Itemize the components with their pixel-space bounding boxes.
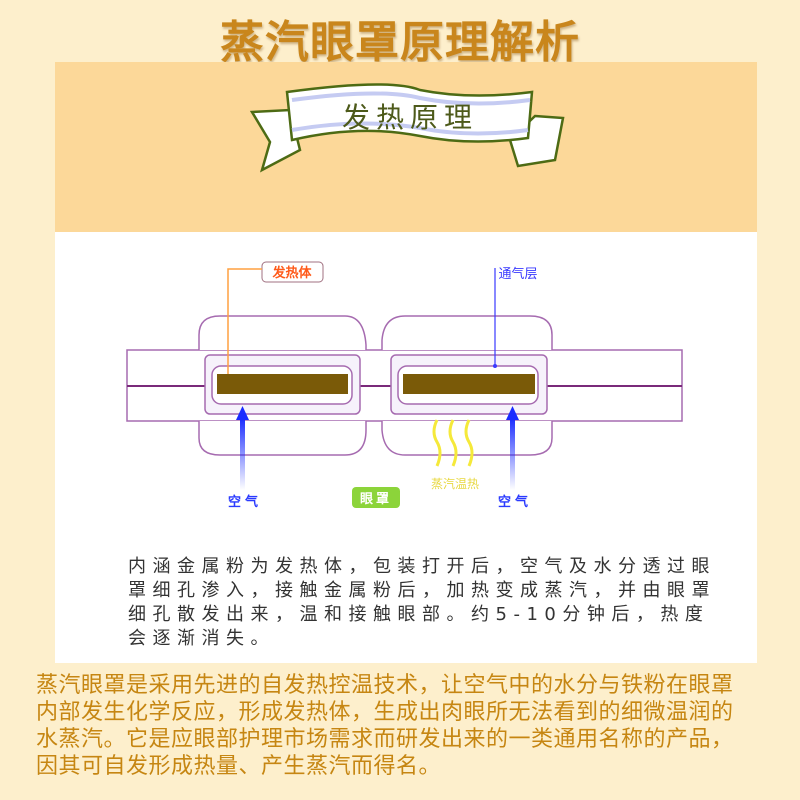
page-title: 蒸汽眼罩原理解析 (220, 17, 580, 68)
air-arrow-left-icon (236, 406, 249, 490)
summary-paragraph: 蒸汽眼罩是采用先进的自发热控温技术，让空气中的水分与铁粉在眼罩 内部发生化学反应… (36, 672, 734, 780)
vent-pointer-dot (493, 364, 497, 368)
description-paragraph: 内涵金属粉为发热体，包装打开后，空气及水分透过眼 罩细孔渗入，接触金属粉后，加热… (128, 555, 716, 651)
summary-line: 因其可自发形成热量、产生蒸汽而得名。 (36, 754, 442, 779)
steam-label: 蒸汽温热 (431, 476, 479, 491)
description-line: 罩细孔渗入，接触金属粉后，加热变成蒸汽，并由眼罩 (128, 580, 716, 601)
air-label-left: 空气 (228, 494, 262, 510)
eye-mask-badge (352, 487, 400, 508)
ribbon-banner (249, 83, 565, 173)
summary-line: 内部发生化学反应，形成发热体，生成出肉眼所无法看到的细微温润的 (36, 700, 734, 725)
summary-line: 蒸汽眼罩是采用先进的自发热控温技术，让空气中的水分与铁粉在眼罩 (36, 673, 734, 698)
heater-right (403, 374, 535, 394)
heater-left (217, 374, 348, 394)
vent-layer-label: 通气层 (498, 266, 537, 282)
heater-label: 发热体 (271, 265, 312, 281)
heater-pointer-line (227, 268, 262, 374)
air-label-right: 空气 (498, 494, 532, 510)
air-arrow-right-icon (506, 406, 519, 490)
steam-icon (432, 419, 474, 467)
heater-label-box (261, 261, 324, 283)
eye-mask-badge-label: 眼罩 (360, 492, 392, 507)
summary-line: 水蒸汽。它是应眼部护理市场需求而研发出来的一类通用名称的产品， (36, 727, 734, 752)
description-line: 会逐渐消失。 (128, 628, 275, 649)
description-line: 内涵金属粉为发热体，包装打开后，空气及水分透过眼 (128, 556, 716, 577)
description-line: 细孔散发出来，温和接触眼部。约5-10分钟后，热度 (128, 604, 710, 625)
ribbon-label: 发热原理 (342, 101, 478, 134)
